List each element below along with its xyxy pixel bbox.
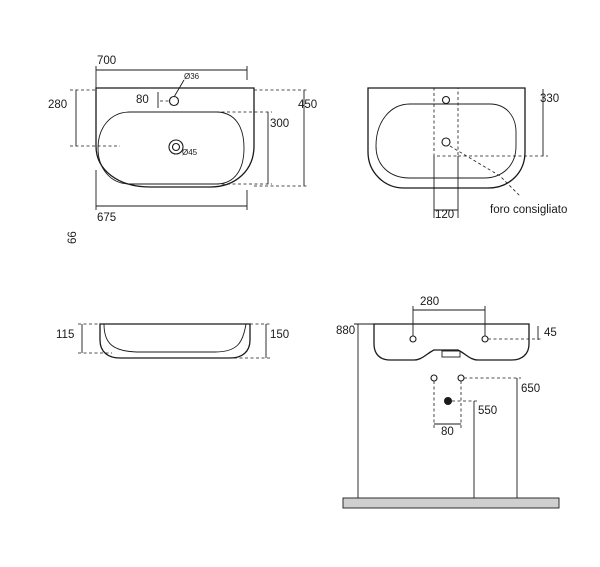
drain-point xyxy=(444,397,452,405)
tap-hole xyxy=(168,95,180,107)
dim-label-45: 45 xyxy=(544,327,557,339)
leader-foro xyxy=(449,145,521,197)
dim-label-120: 120 xyxy=(435,209,454,221)
drain-hole-inner xyxy=(171,142,181,152)
rear-drain-hole xyxy=(441,137,451,147)
dim-label-300: 300 xyxy=(270,118,289,130)
dim-label-280-fix: 280 xyxy=(420,296,439,308)
basin-outline-rear xyxy=(367,87,526,189)
rear-tap-hole xyxy=(441,95,451,105)
label-foro-consigliato: foro consigliato xyxy=(490,204,567,216)
bowl-outline-rear xyxy=(375,103,517,179)
supply-left xyxy=(430,374,438,382)
dim-label-330: 330 xyxy=(540,93,559,105)
dim-label-115: 115 xyxy=(56,329,74,341)
dim-label-675: 675 xyxy=(97,212,116,224)
basin-outline-front xyxy=(373,323,530,361)
mounting-slot xyxy=(433,87,459,157)
dim-label-80-tap: 80 xyxy=(136,94,149,106)
dim-label-700: 700 xyxy=(97,55,116,67)
dim-label-880: 880 xyxy=(336,325,355,337)
leader-d36 xyxy=(173,79,185,98)
dim-label-80-supply: 80 xyxy=(441,426,454,438)
dim-label-150: 150 xyxy=(270,329,289,341)
dim-label-66: 66 xyxy=(67,231,79,244)
basin-outline-side xyxy=(99,323,251,359)
top-view: 700 675 280 80 Ø36 Ø45 300 450 66 xyxy=(48,55,317,244)
dim-label-550: 550 xyxy=(478,405,497,417)
front-overflow xyxy=(441,350,461,358)
label-d36: Ø36 xyxy=(184,72,200,81)
dim-label-450: 450 xyxy=(298,99,317,111)
supply-right xyxy=(457,374,465,382)
dim-label-280: 280 xyxy=(48,99,67,111)
label-d45: Ø45 xyxy=(182,148,198,157)
basin-inner-side xyxy=(103,323,247,353)
fixing-hole-left xyxy=(409,335,417,343)
fixing-hole-right xyxy=(481,335,489,343)
rear-view: 330 120 foro consigliato xyxy=(367,87,567,221)
dim-label-650: 650 xyxy=(521,383,540,395)
floor-slab xyxy=(342,497,560,509)
installation-view: 280 45 880 80 550 650 xyxy=(336,296,560,509)
side-view: 115 150 xyxy=(56,323,289,359)
